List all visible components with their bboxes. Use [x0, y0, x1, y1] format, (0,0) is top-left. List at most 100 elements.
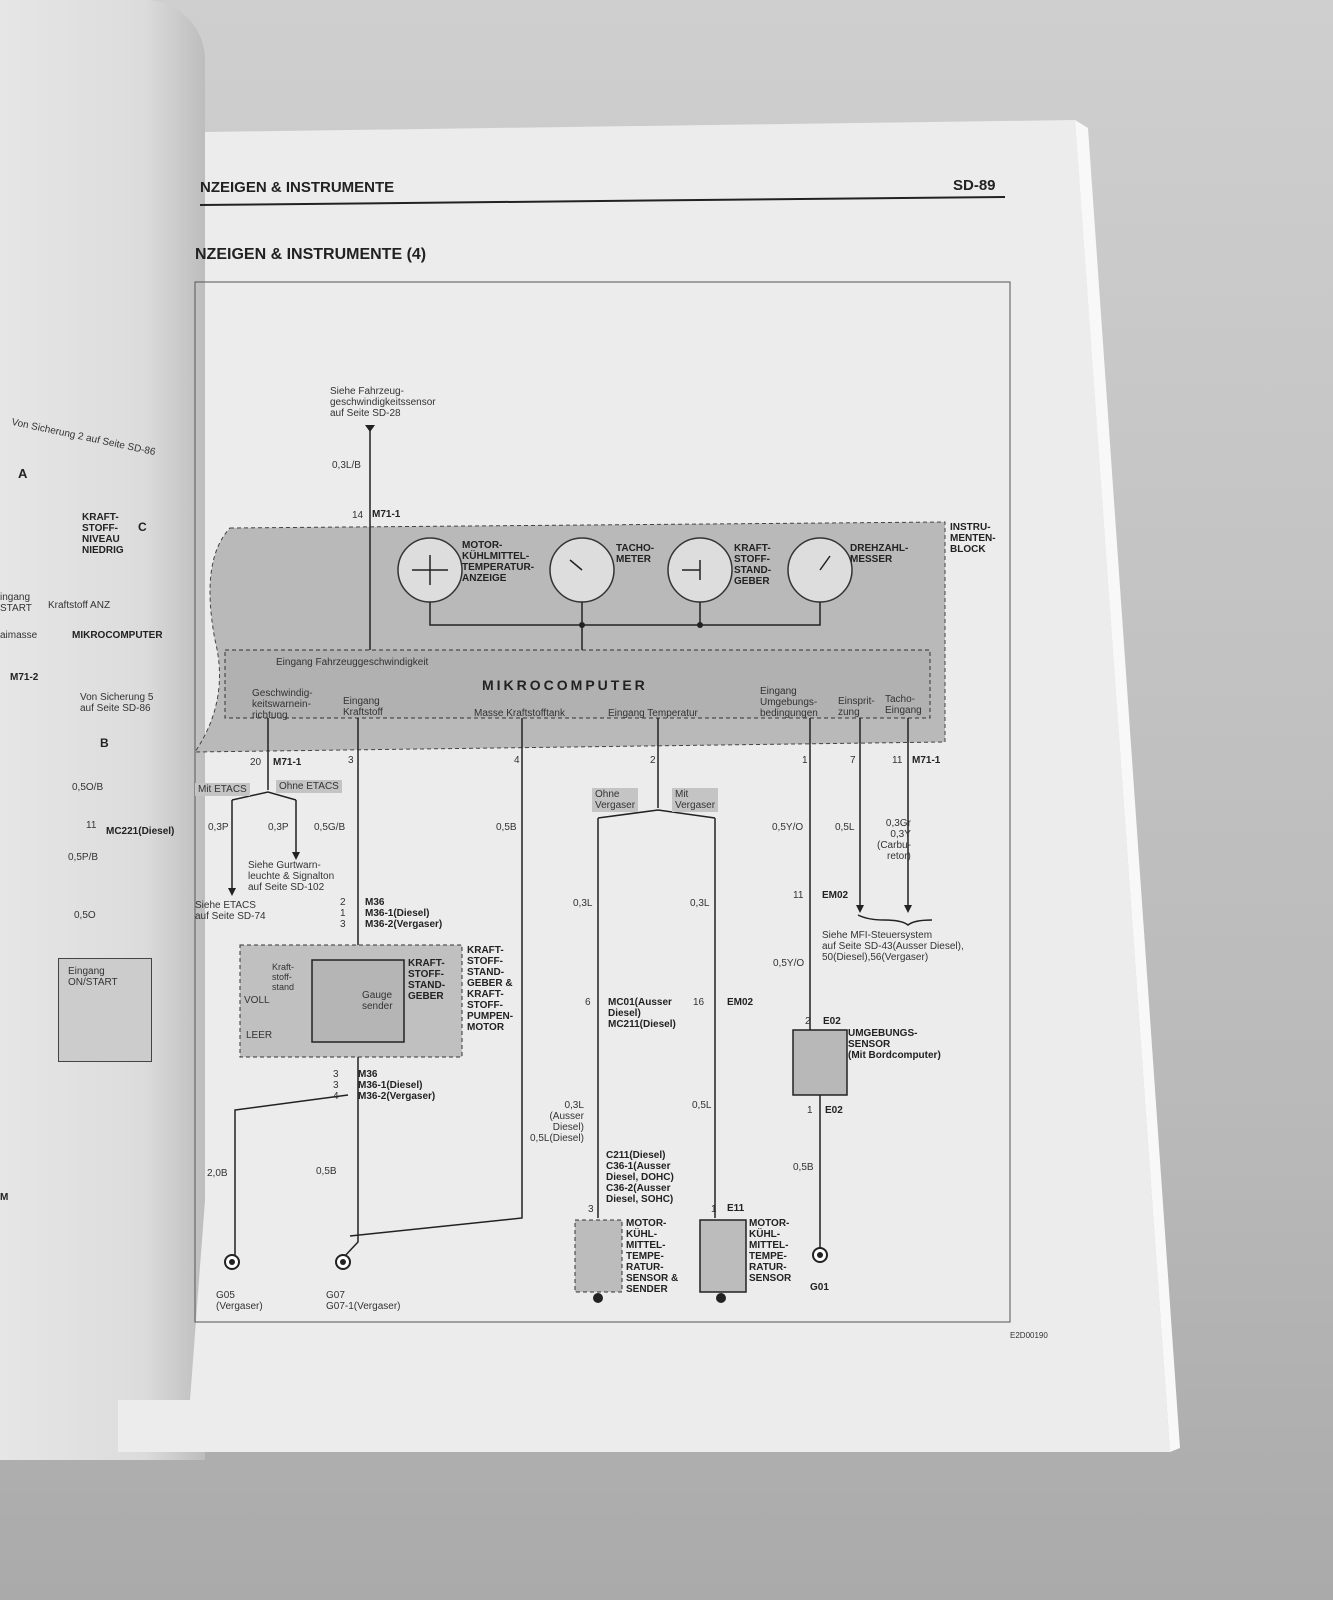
gauge-sender-label: Gauge sender	[362, 990, 393, 1012]
gauge-temperature-label: MOTOR- KÜHLMITTEL- TEMPERATUR- ANZEIGE	[462, 540, 535, 584]
page-edge	[1075, 120, 1180, 1452]
pin-number: 6	[585, 997, 591, 1008]
pin-number: 2	[650, 755, 656, 766]
connector-b: B	[100, 736, 109, 750]
coolant-sensor-sender-label: MOTOR- KÜHL- MITTEL- TEMPE- RATUR- SENSO…	[626, 1218, 679, 1295]
instrument-block-label: INSTRU- MENTEN- BLOCK	[950, 522, 996, 555]
empty-label: LEER	[246, 1030, 273, 1041]
pin-number: 14	[352, 510, 364, 521]
fuel-pump-label: KRAFT- STOFF- STAND- GEBER & KRAFT- STOF…	[467, 945, 514, 1033]
m712-label: M71-2	[10, 672, 39, 683]
connector-label: M36 M36-1(Diesel) M36-2(Vergaser)	[358, 1069, 436, 1102]
input-label: Eingang Umgebungs- bedingungen	[760, 686, 818, 719]
diagram-code: E2D00190	[1010, 1331, 1048, 1340]
pin-number: 4	[514, 755, 520, 766]
wire-label: 0,5L	[692, 1100, 712, 1111]
low-fuel-label: KRAFT- STOFF- NIVEAU NIEDRIG	[82, 512, 124, 556]
input-label: Eingang Temperatur	[608, 708, 698, 719]
gauge-rpm-label: DREHZAHL- MESSER	[850, 543, 909, 565]
wire-label: 2,0B	[207, 1168, 228, 1179]
fuel-sender-inner	[311, 959, 405, 1043]
pin-number: 3	[588, 1204, 594, 1215]
input-label: Geschwindig- keitswarnein- richtung	[252, 688, 313, 721]
connector-label: MC01(Ausser Diesel) MC211(Diesel)	[608, 997, 676, 1030]
pin-number: 11	[793, 890, 804, 901]
full-label: VOLL	[244, 995, 270, 1006]
wire-label: 0,3L/B	[332, 460, 361, 471]
pin-numbers: 3 3 4	[333, 1069, 339, 1102]
input-label: Masse Kraftstofftank	[474, 708, 565, 719]
connector-a: A	[18, 466, 28, 481]
coolant-sensor-sender-box	[574, 1219, 623, 1293]
fuse5-ref: Von Sicherung 5 auf Seite SD-86	[80, 692, 154, 714]
left-wire-2: 0,5P/B	[68, 852, 99, 863]
wire-label: 0,3L (Ausser Diesel) 0,5L(Diesel)	[530, 1100, 584, 1144]
wire-label: 0,5B	[793, 1162, 814, 1173]
pin-number: 3	[348, 755, 354, 766]
belt-warning-ref: Siehe Gurtwarn- leuchte & Signalton auf …	[248, 860, 335, 893]
connector-label: M71-1	[912, 755, 941, 766]
wire-label: 0,3P	[268, 822, 289, 833]
connector-label: EM02	[822, 890, 849, 901]
connector-c: C	[138, 520, 147, 534]
pin-number: 1	[807, 1105, 813, 1116]
ground-label: G05 (Vergaser)	[216, 1290, 263, 1312]
etacs-ref: Siehe ETACS auf Seite SD-74	[195, 900, 266, 922]
variant-label: Mit ETACS	[195, 783, 250, 796]
fuel-anz-label: Kraftstoff ANZ	[48, 600, 111, 611]
variant-label: Ohne Vergaser	[592, 788, 639, 812]
wire-label: 0,5G/B	[314, 822, 346, 833]
onstart-label: Eingang ON/START	[68, 966, 118, 988]
variant-label: Ohne ETACS	[276, 780, 342, 793]
wire-label: 0,3P	[208, 822, 229, 833]
wire-label: 0,5B	[496, 822, 517, 833]
masse-label: aimasse	[0, 630, 38, 641]
diagram-title: NZEIGEN & INSTRUMENTE (4)	[195, 246, 427, 263]
pin-number: 20	[250, 757, 262, 768]
connector-label: E02	[823, 1016, 841, 1027]
connector-label: E02	[825, 1105, 843, 1116]
wire-label: 0,5L	[835, 822, 855, 833]
microcomputer-box	[224, 649, 931, 719]
left-wire-1: 0,5O/B	[72, 782, 104, 793]
wire-label: 0,3L	[573, 898, 593, 909]
left-m-label: M	[0, 1192, 9, 1203]
mc221-label: MC221(Diesel)	[106, 826, 175, 837]
ground-label: G07 G07-1(Vergaser)	[326, 1290, 401, 1312]
page-sheet	[118, 120, 1170, 1452]
connector-label: EM02	[727, 997, 754, 1008]
pin-number: 1	[711, 1204, 717, 1215]
page-number: SD-89	[953, 177, 996, 194]
wire-label: 0,5Y/O	[772, 822, 804, 833]
start-label: ingang START	[0, 592, 32, 614]
wire-label: 0,3Gr 0,3Y (Carbu- retor)	[877, 818, 911, 862]
connector-label: M71-1	[372, 509, 401, 520]
pin-number: 16	[693, 997, 705, 1008]
speed-sensor-ref: Siehe Fahrzeug- geschwindigkeitssensor a…	[330, 386, 436, 419]
ground-label: G01	[810, 1282, 829, 1293]
connector-label: M36 M36-1(Diesel) M36-2(Vergaser)	[365, 897, 443, 930]
pin-number: 7	[850, 755, 856, 766]
gauge-fuel-label: KRAFT- STOFF- STAND- GEBER	[734, 543, 772, 587]
wire-label: 0,3L	[690, 898, 710, 909]
header-rule	[199, 196, 1006, 206]
mfi-ref: Siehe MFI-Steuersystem auf Seite SD-43(A…	[822, 930, 964, 963]
left-pin-11: 11	[86, 820, 97, 831]
input-label: Eingang Fahrzeuggeschwindigkeit	[276, 657, 429, 668]
microcomputer-label: MIKROCOMPUTER	[482, 677, 648, 693]
pin-number: 2	[805, 1016, 811, 1027]
fuel-sender-label: KRAFT- STOFF- STAND- GEBER	[408, 958, 446, 1002]
input-label: Tacho- Eingang	[885, 694, 922, 716]
connector-label: C211(Diesel) C36-1(Ausser Diesel, DOHC) …	[606, 1150, 674, 1205]
input-label: Eingang Kraftstoff	[343, 696, 383, 718]
section-title: NZEIGEN & INSTRUMENTE	[200, 179, 395, 196]
coolant-sensor-label: MOTOR- KÜHL- MITTEL- TEMPE- RATUR- SENSO…	[749, 1218, 792, 1284]
left-page: Von Sicherung 2 auf Seite SD-86 A C KRAF…	[0, 0, 205, 1460]
left-micro-label: MIKROCOMPUTER	[72, 630, 163, 641]
pin-number: 1	[802, 755, 808, 766]
left-module-box	[58, 958, 152, 1062]
connector-label: E11	[727, 1203, 745, 1214]
diagram-frame	[194, 281, 1011, 1323]
